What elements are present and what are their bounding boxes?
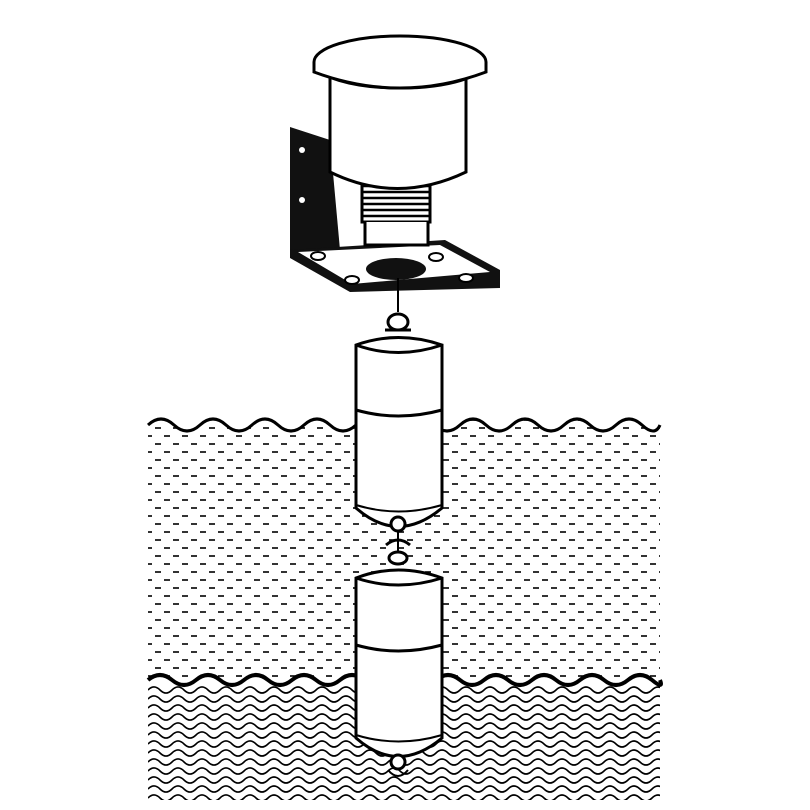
wave-line xyxy=(148,794,660,800)
upper-float-band xyxy=(355,408,443,418)
wave-line xyxy=(148,776,660,784)
upper-float-bottom-ring xyxy=(389,515,407,533)
wave-line xyxy=(148,785,660,793)
bracket-mount-hole xyxy=(366,258,426,280)
wave-line xyxy=(148,767,660,775)
housing-body xyxy=(328,76,468,190)
float-link xyxy=(385,531,411,566)
lower-float xyxy=(354,568,444,777)
upper-float xyxy=(354,336,444,533)
upper-hook-eye xyxy=(386,312,410,332)
wave-line xyxy=(148,758,660,766)
lower-float-band xyxy=(355,643,443,653)
bracket-vertical-plate xyxy=(290,127,340,250)
sensor-head xyxy=(312,34,488,247)
mounting-bracket xyxy=(290,127,500,292)
lower-float-bottom-ring xyxy=(389,753,407,771)
